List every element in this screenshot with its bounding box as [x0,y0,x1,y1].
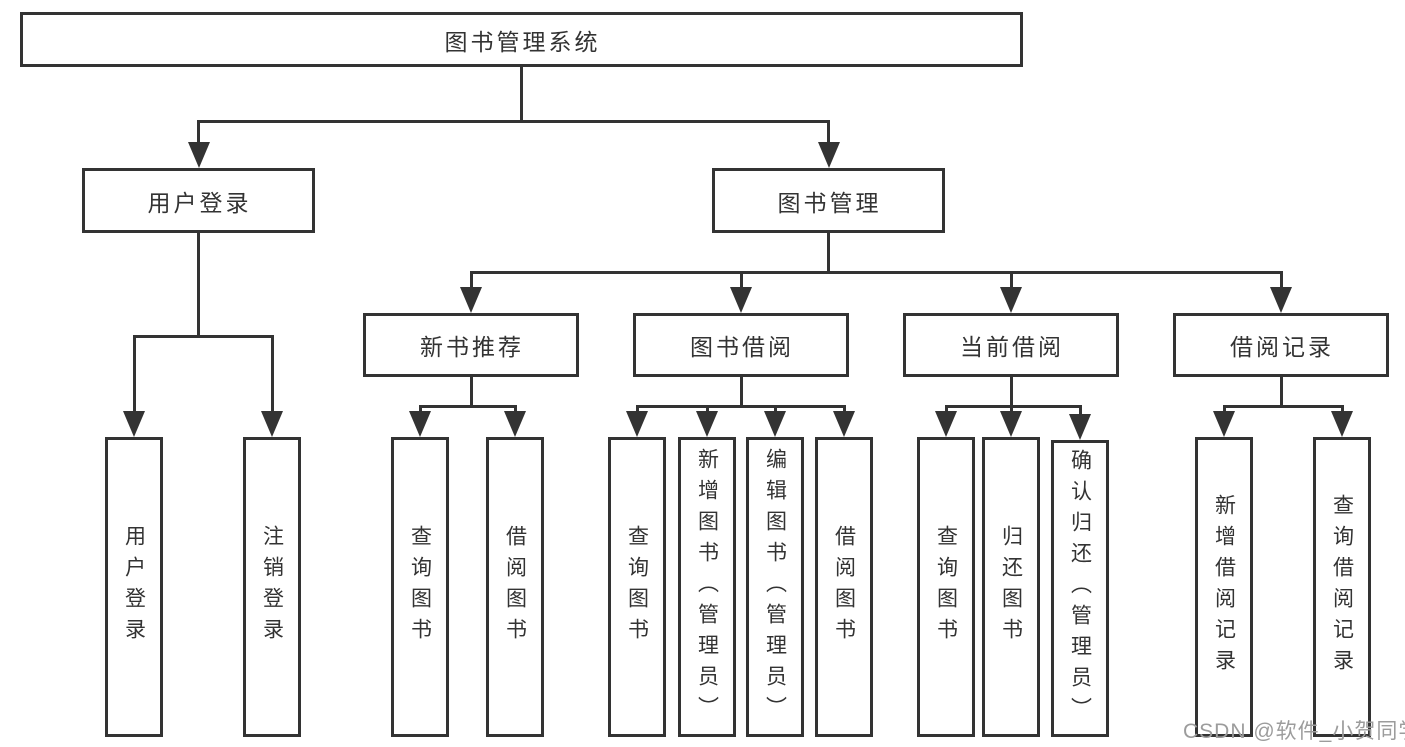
node-user-login: 用户登录 [82,168,315,233]
node-root: 图书管理系统 [20,12,1023,67]
connector-line [705,405,709,415]
connector-line [1222,405,1226,415]
node-v-add-book: 新增图书（管理员） [678,437,736,737]
connector-line [827,120,830,146]
node-v-query-book-2: 查询图书 [608,437,666,737]
node-label: 查询借阅记录 [1330,494,1354,680]
node-v-return-book: 归还图书 [982,437,1040,737]
connector-line [469,271,1283,274]
arrow-down-icon [935,411,957,437]
node-label: 确认归还（管理员） [1068,449,1092,728]
arrow-down-icon [261,411,283,437]
arrow-down-icon [1069,414,1091,440]
connector-line [270,335,274,415]
arrow-down-icon [696,411,718,437]
arrow-down-icon [460,287,482,313]
connector-line [1009,377,1013,408]
node-borrow-records: 借阅记录 [1173,313,1389,377]
arrow-down-icon [833,411,855,437]
arrow-down-icon [123,411,145,437]
connector-line [132,335,274,338]
arrow-down-icon [504,411,526,437]
connector-line [418,405,422,415]
node-label: 查询图书 [934,525,958,649]
arrow-down-icon [1213,411,1235,437]
arrow-down-icon [409,411,431,437]
connector-line [739,377,743,408]
node-label: 当前借阅 [960,334,1064,360]
node-label: 图书管理 [777,189,882,216]
node-label: 查询图书 [625,525,649,649]
node-label: 注销登录 [260,525,284,649]
watermark: CSDN @软件_小贺同学 [1183,720,1405,743]
node-v-edit-book: 编辑图书（管理员） [746,437,804,737]
node-label: 借阅图书 [503,525,527,649]
arrow-down-icon [1000,287,1022,313]
node-label: 图书借阅 [690,334,794,360]
node-book-borrow: 图书借阅 [633,313,849,377]
connector-line [635,405,639,415]
connector-line [1078,405,1082,418]
connector-line [739,271,743,291]
node-v-add-record: 新增借阅记录 [1195,437,1253,737]
connector-line [197,233,200,338]
connector-line [842,405,846,415]
connector-line [1279,271,1283,291]
arrow-down-icon [730,287,752,313]
node-label: 借阅记录 [1230,334,1334,360]
node-v-confirm-return: 确认归还（管理员） [1051,440,1109,737]
connector-line [132,335,136,415]
node-label: 编辑图书（管理员） [763,447,787,727]
node-v-user-login: 用户登录 [105,437,163,737]
arrow-down-icon [764,411,786,437]
connector-line [418,405,517,408]
connector-line [773,405,777,415]
node-label: 归还图书 [999,525,1023,649]
node-v-borrow-book-1: 借阅图书 [486,437,544,737]
connector-line [469,377,473,408]
connector-line [635,405,846,408]
node-v-borrow-book-2: 借阅图书 [815,437,873,737]
connector-line [520,67,523,123]
node-v-query-book-3: 查询图书 [917,437,975,737]
connector-line [944,405,1082,408]
node-v-query-book-1: 查询图书 [391,437,449,737]
arrow-down-icon [1270,287,1292,313]
arrow-down-icon [1331,411,1353,437]
connector-line [1340,405,1344,415]
connector-line [1009,271,1013,291]
node-current-borrow: 当前借阅 [903,313,1119,377]
node-v-query-record: 查询借阅记录 [1313,437,1371,737]
arrow-down-icon [187,142,210,168]
node-label: 新增借阅记录 [1212,494,1236,680]
connector-line [1222,405,1344,408]
arrow-down-icon [626,411,648,437]
connector-line [944,405,948,415]
connector-line [197,120,830,123]
connector-line [197,120,200,146]
node-label: 图书管理系统 [444,28,601,55]
arrow-down-icon [1000,411,1022,437]
node-label: 新书推荐 [420,334,524,360]
connector-line [513,405,517,415]
node-v-logout: 注销登录 [243,437,301,737]
connector-line [1279,377,1283,408]
node-label: 新增图书（管理员） [695,447,719,727]
connector-line [469,271,473,291]
arrow-down-icon [817,142,840,168]
connector-line [827,233,830,274]
node-label: 借阅图书 [832,525,856,649]
node-label: 用户登录 [147,189,252,216]
node-book-mgmt: 图书管理 [712,168,945,233]
node-label: 用户登录 [122,525,146,649]
connector-line [1009,405,1013,415]
node-new-book-rec: 新书推荐 [363,313,579,377]
node-label: 查询图书 [408,525,432,649]
